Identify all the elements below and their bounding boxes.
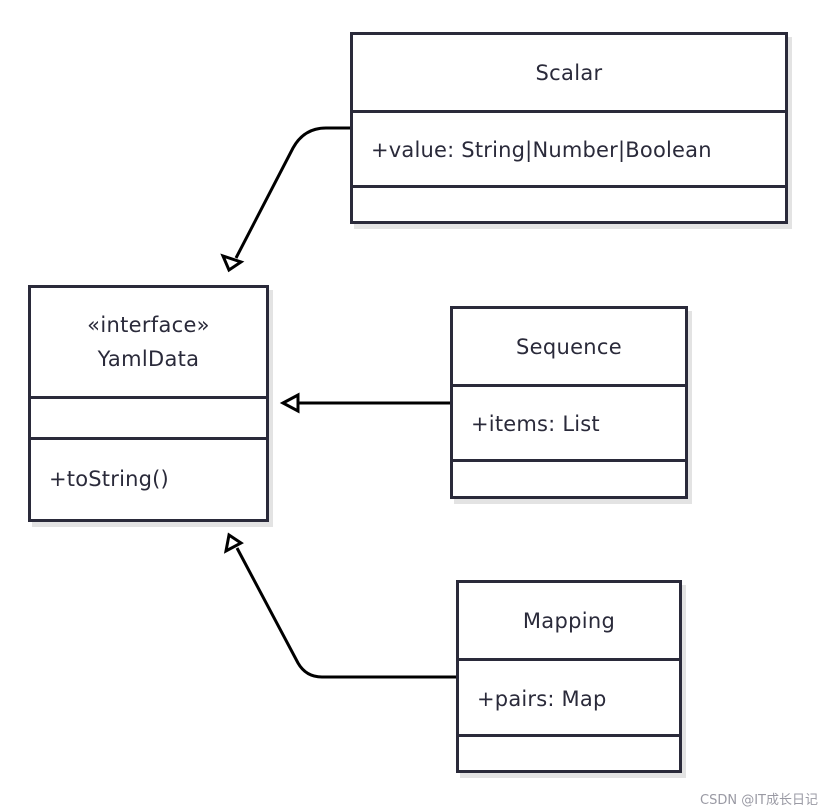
sequence-class-header: Sequence — [453, 309, 685, 387]
mapping-class-header: Mapping — [459, 583, 679, 661]
yamldata-class-box: «interface» YamlData +toString() — [28, 285, 269, 522]
sequence-attributes-section: +items: List — [453, 387, 685, 462]
mapping-class-name: Mapping — [522, 608, 616, 633]
sequence-attribute-items: +items: List — [471, 412, 600, 436]
sequence-methods-section — [453, 462, 685, 496]
yamldata-methods-section: +toString() — [31, 440, 266, 519]
yamldata-class-name: YamlData — [97, 347, 200, 371]
scalar-class-header: Scalar — [353, 35, 785, 113]
scalar-attribute-value: +value: String|Number|Boolean — [371, 138, 712, 162]
yamldata-attributes-section — [31, 399, 266, 440]
scalar-class-name: Scalar — [535, 60, 603, 85]
mapping-realization-arrowhead — [223, 532, 244, 554]
scalar-realization-line — [234, 126, 352, 259]
sequence-class-name: Sequence — [516, 334, 622, 359]
interface-stereotype: «interface» — [87, 313, 210, 337]
mapping-realization-line — [235, 547, 457, 679]
sequence-class-box: Sequence +items: List — [450, 306, 688, 499]
scalar-class-box: Scalar +value: String|Number|Boolean — [350, 32, 788, 224]
scalar-attributes-section: +value: String|Number|Boolean — [353, 113, 785, 188]
mapping-attribute-pairs: +pairs: Map — [477, 687, 607, 711]
yamldata-method-tostring: +toString() — [49, 467, 169, 491]
scalar-methods-section — [353, 188, 785, 221]
mapping-attributes-section: +pairs: Map — [459, 661, 679, 737]
csdn-watermark: CSDN @IT成长日记 — [700, 793, 818, 808]
scalar-realization-arrowhead — [220, 253, 245, 273]
yamldata-class-header: «interface» YamlData — [31, 288, 266, 399]
mapping-class-box: Mapping +pairs: Map — [456, 580, 682, 773]
mapping-methods-section — [459, 737, 679, 770]
sequence-realization-arrowhead — [279, 392, 300, 414]
